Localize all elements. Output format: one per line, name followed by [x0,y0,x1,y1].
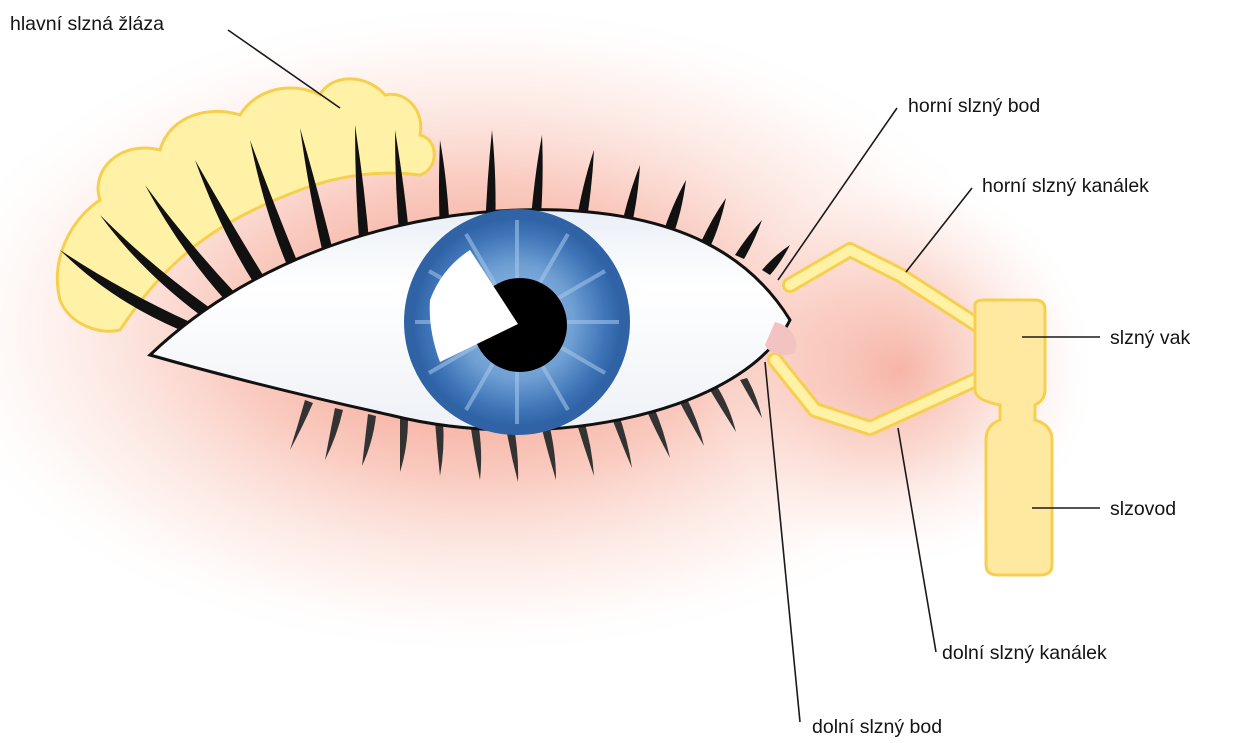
label-lower-canaliculus: dolní slzný kanálek [942,642,1107,664]
label-lacrimal-sac: slzný vak [1110,327,1190,349]
label-main-lacrimal-gland: hlavní slzná žláza [10,13,164,35]
label-upper-canaliculus: horní slzný kanálek [982,175,1149,197]
label-upper-punctum: horní slzný bod [908,95,1040,117]
label-lower-punctum: dolní slzný bod [812,716,942,738]
lacrimal-sac-and-duct [975,300,1052,575]
label-nasolacrimal-duct: slzovod [1110,498,1176,520]
